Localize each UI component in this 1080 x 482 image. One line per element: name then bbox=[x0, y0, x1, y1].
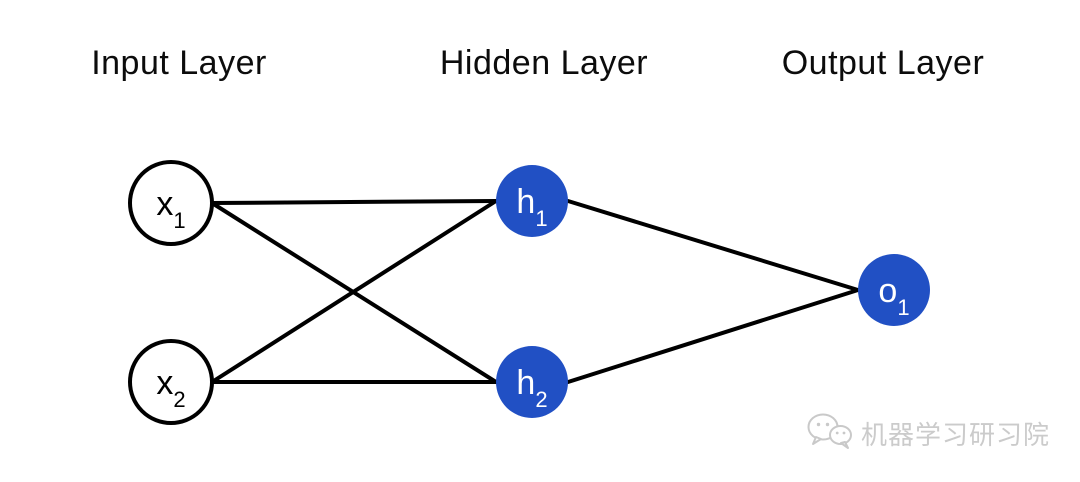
edge-x2-h1 bbox=[210, 199, 498, 384]
watermark: 机器学习研习院 bbox=[806, 412, 1050, 454]
node-o1 bbox=[858, 254, 930, 326]
wechat-icon bbox=[806, 412, 852, 454]
edge-x1-h1 bbox=[210, 199, 498, 205]
output-layer-title: Output Layer bbox=[781, 44, 985, 82]
node-h2 bbox=[496, 346, 568, 418]
node-x1 bbox=[128, 160, 214, 246]
hidden-layer-title: Hidden Layer bbox=[439, 44, 649, 82]
input-layer-title: Input Layer bbox=[91, 44, 267, 82]
node-x2 bbox=[128, 339, 214, 425]
edge-h1-o1 bbox=[566, 199, 860, 292]
watermark-text: 机器学习研习院 bbox=[861, 419, 1051, 450]
edge-h2-o1 bbox=[566, 288, 860, 384]
node-h1 bbox=[496, 165, 568, 237]
